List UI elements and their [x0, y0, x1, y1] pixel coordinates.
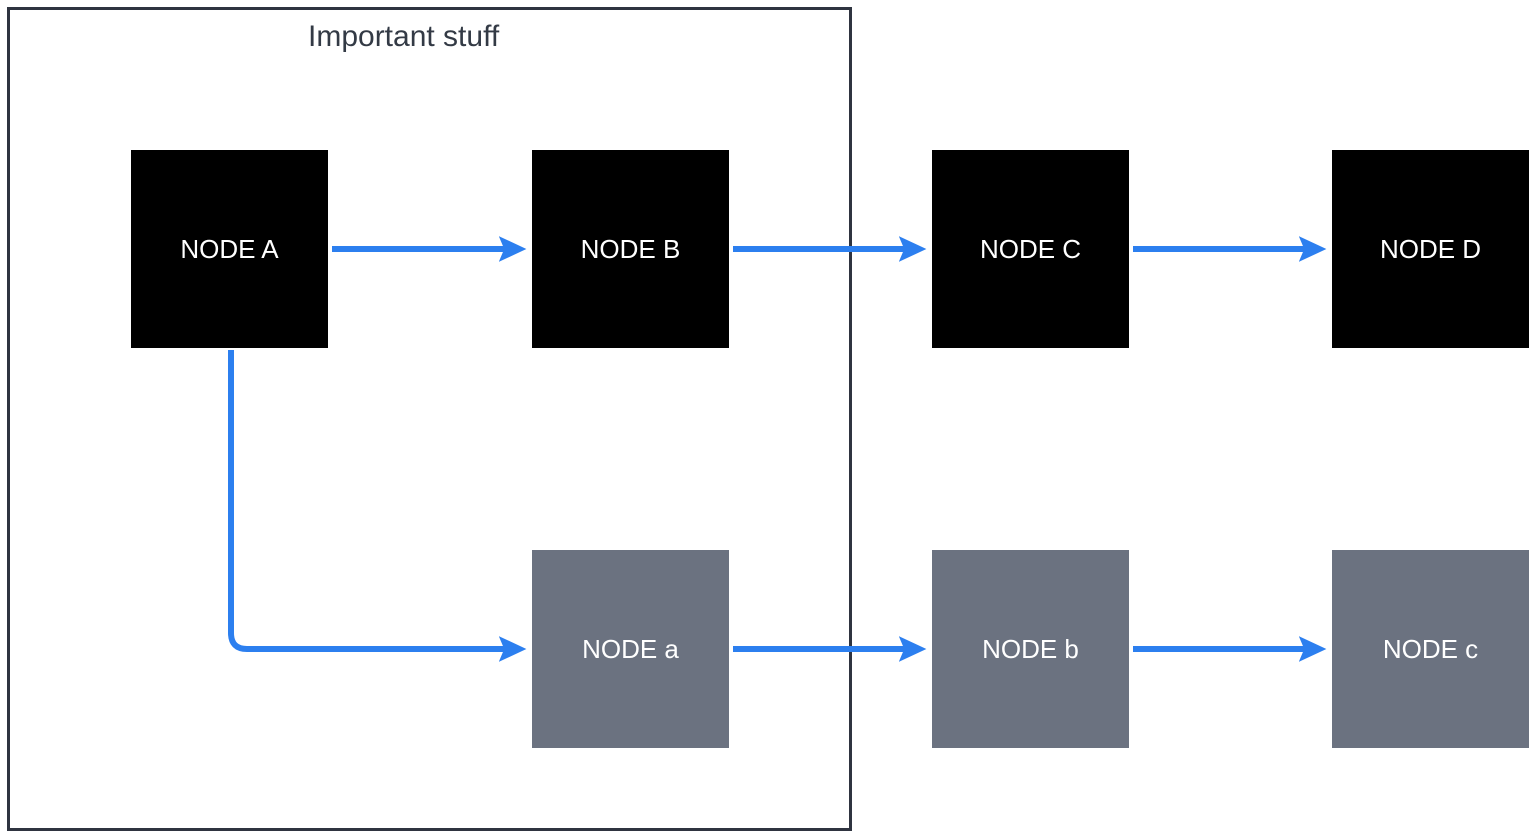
node-b-label: NODE B: [580, 233, 681, 264]
cluster-title: Important stuff: [308, 20, 500, 53]
node-lower-a-label: NODE a: [582, 633, 679, 664]
node-lower-c-label: NODE c: [1382, 633, 1479, 664]
node-lower-b-label: NODE b: [982, 633, 1079, 664]
node-d[interactable]: NODE D: [1332, 150, 1529, 348]
node-c[interactable]: NODE C: [932, 150, 1129, 348]
node-lower-a[interactable]: NODE a: [532, 550, 729, 748]
node-c-label: NODE C: [979, 233, 1082, 264]
node-d-label: NODE D: [1379, 233, 1482, 264]
node-lower-b[interactable]: NODE b: [932, 550, 1129, 748]
node-lower-c[interactable]: NODE c: [1332, 550, 1529, 748]
node-a-label: NODE A: [180, 233, 279, 264]
cluster-important-stuff[interactable]: [7, 7, 852, 831]
node-a[interactable]: NODE A: [131, 150, 328, 348]
node-b[interactable]: NODE B: [532, 150, 729, 348]
